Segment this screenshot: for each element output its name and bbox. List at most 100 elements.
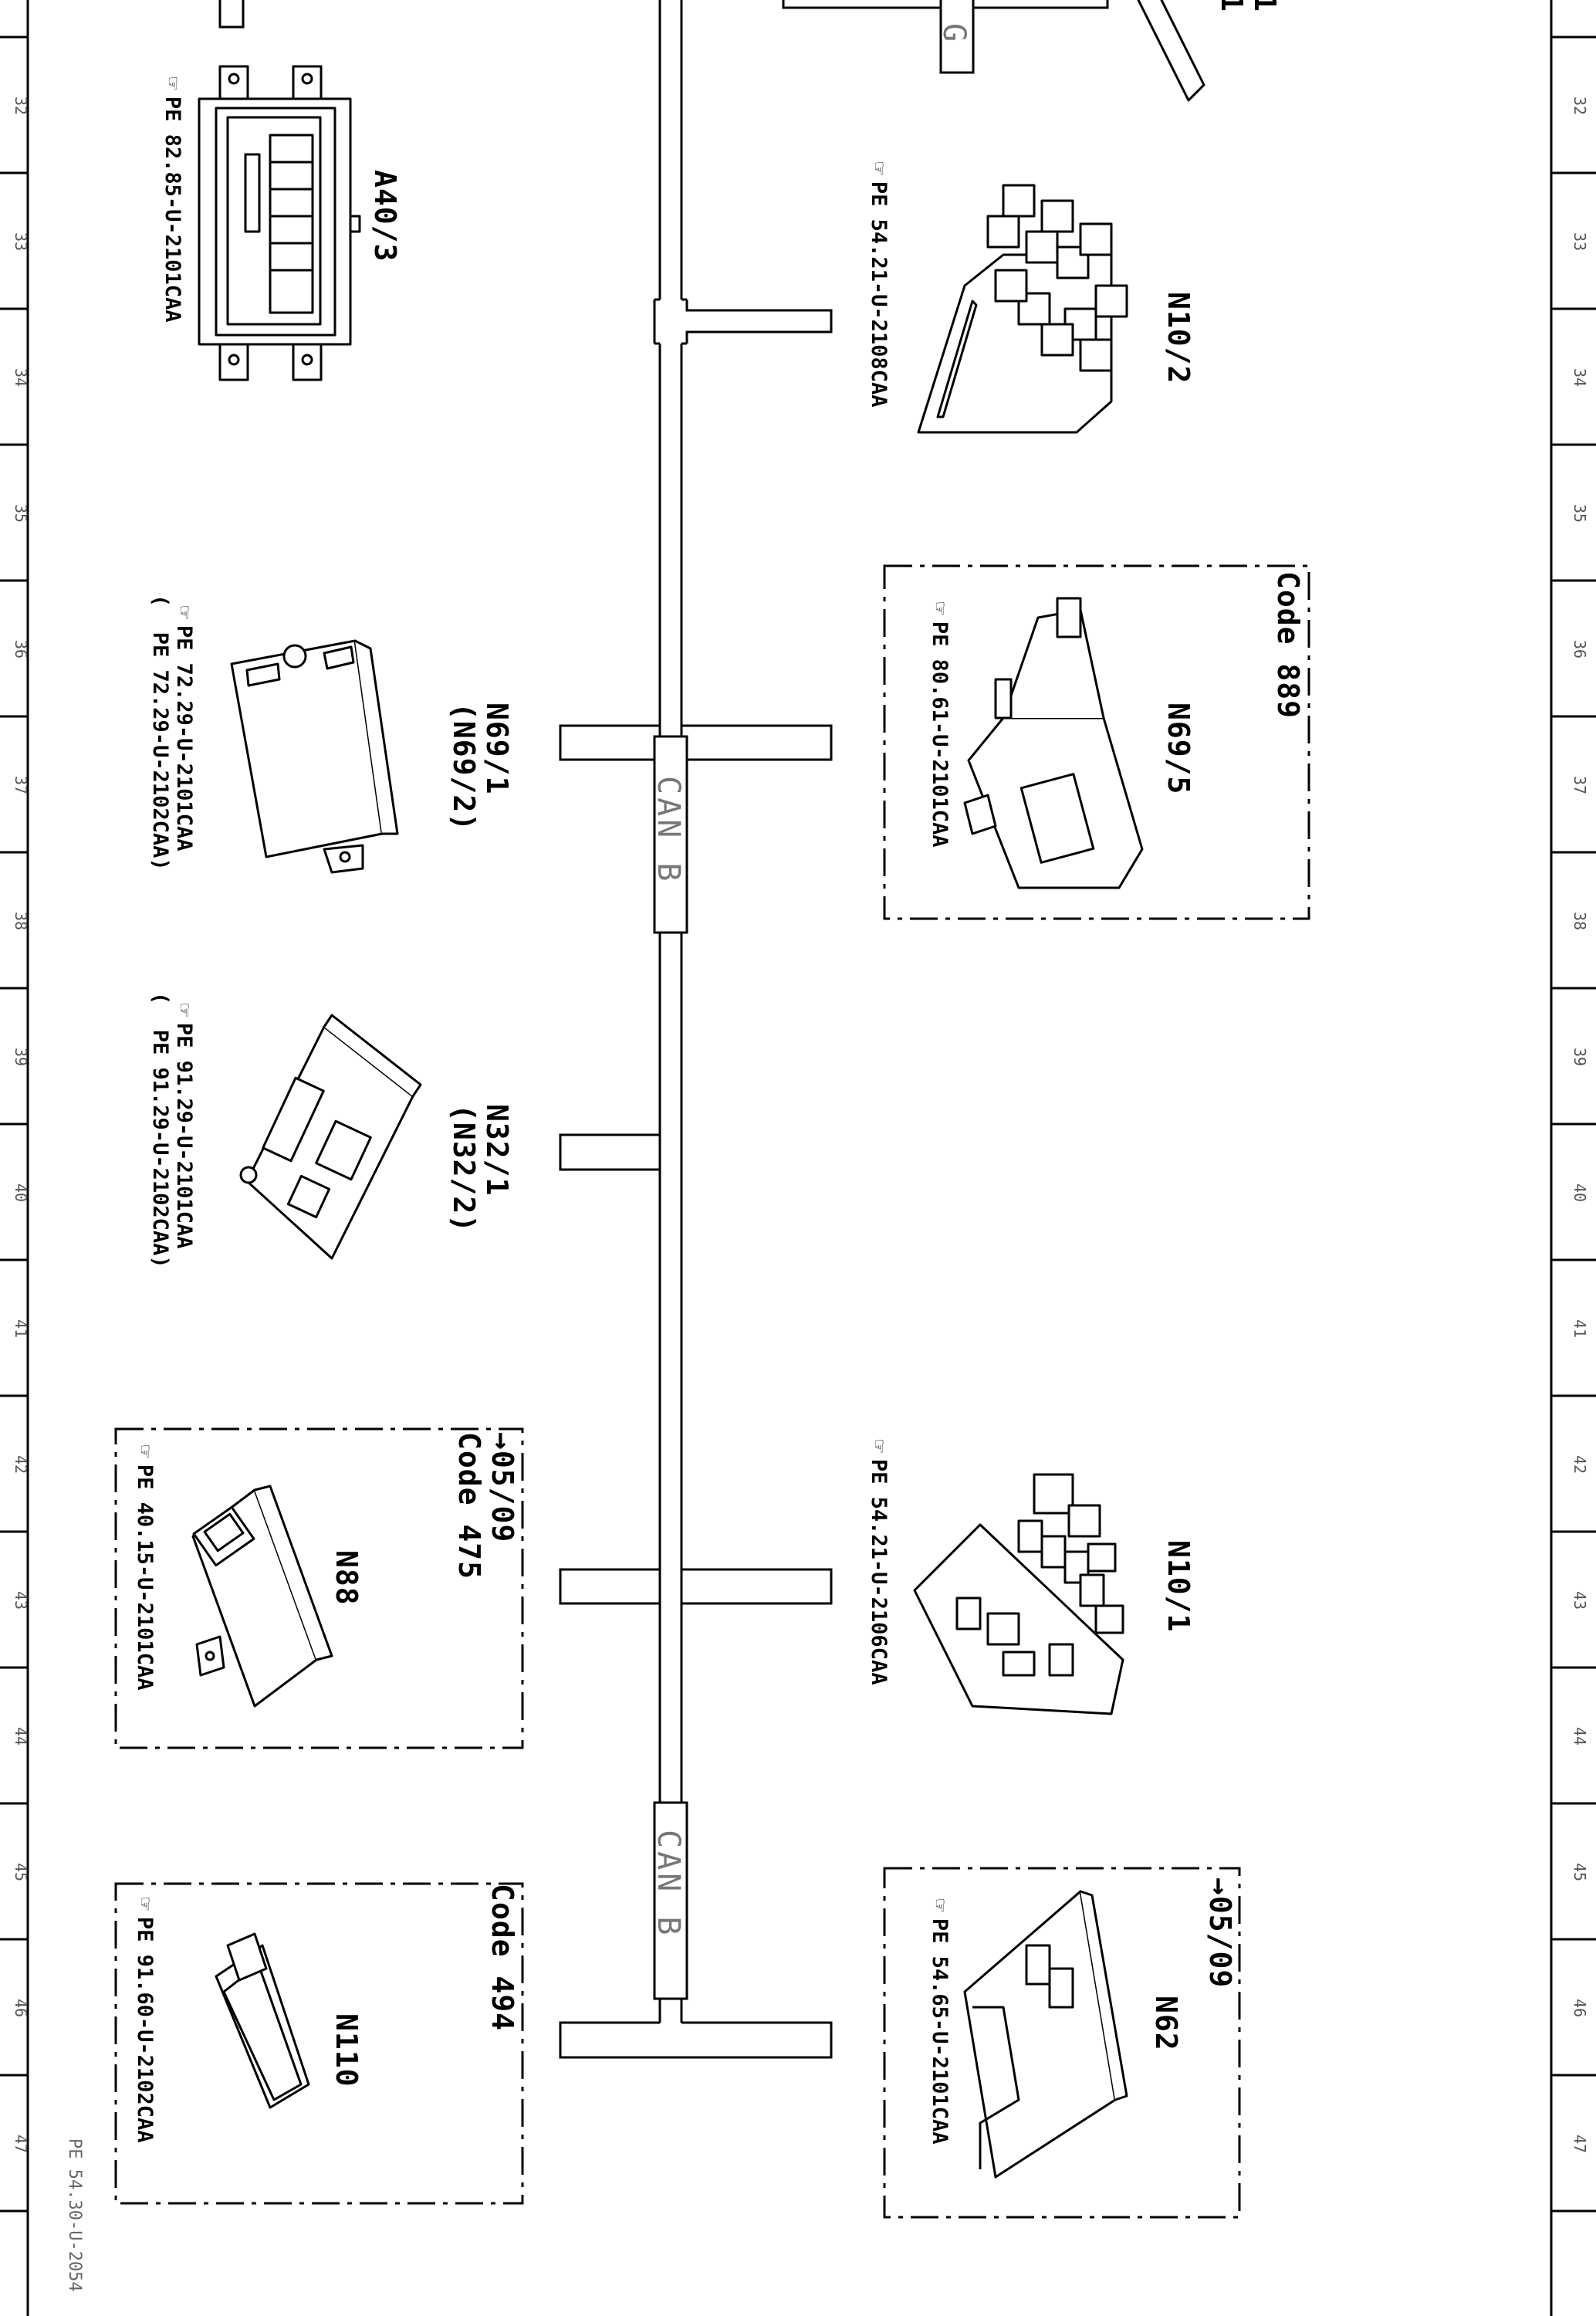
n69-1-ref2: ( PE 72.29-U-2102CAA) (148, 594, 172, 871)
pointing-hand-icon: ☞ (133, 1898, 158, 1911)
n32-1-ref: ☞ PE 91.29-U-2101CAA (172, 1004, 198, 1249)
grid-number: 36 (12, 640, 30, 659)
n10-2-ref: ☞ PE 54.21-U-2108CAA (867, 162, 892, 408)
grid-number: 42 (1571, 1455, 1589, 1475)
n62-code: →05/09 (1203, 1878, 1237, 1989)
grid-number: 47 (1571, 2135, 1589, 2154)
pointing-hand-icon: ☞ (172, 1004, 198, 1017)
pointing-hand-icon: ☞ (161, 77, 186, 90)
sheet-reference: PE 54.30-U-2054 (65, 2138, 84, 2292)
grid-number: 41 (1571, 1319, 1589, 1339)
grid-number: 40 (12, 1183, 30, 1203)
bus-label-can-b-2: CAN B (651, 1830, 686, 1938)
n69-5-unit-illustration (963, 597, 1144, 889)
n10-2-ref-text: PE 54.21-U-2108CAA (867, 181, 891, 408)
grid-number: 43 (1571, 1591, 1589, 1610)
grid-number: 33 (1571, 232, 1589, 252)
n69-5-label: N69/5 (1161, 703, 1195, 795)
pointing-hand-icon: ☞ (928, 1899, 953, 1912)
n10-1-unit-illustration (913, 1473, 1124, 1715)
n10-1-label: N10/1 (1161, 1540, 1195, 1633)
code-box-889 (883, 564, 1310, 920)
grid-number: 39 (1571, 1048, 1589, 1067)
n69-1-unit-illustration (230, 639, 399, 874)
branch-n88-n10-1 (559, 1568, 833, 1605)
grid-number: 34 (12, 368, 30, 388)
grid-number: 34 (1571, 368, 1589, 388)
n62-ref-text: PE 54.65-U-2101CAA (928, 1918, 952, 2145)
pointing-hand-icon: ☞ (172, 606, 198, 619)
branch-n110-n62 (559, 2021, 833, 2059)
grid-number: 35 (12, 504, 30, 523)
n88-label: N88 (330, 1550, 363, 1606)
n69-5-ref-text: PE 80.61-U-2101CAA (928, 621, 952, 848)
grid-number: 35 (1571, 504, 1589, 523)
n88-code: →05/09 Code 475 (452, 1432, 519, 1580)
n10-1-ref-text: PE 54.21-U-2106CAA (867, 1458, 891, 1685)
top-left-cut-rect (218, 0, 245, 29)
grid-number: 47 (12, 2135, 30, 2154)
pointing-hand-icon: ☞ (867, 1440, 892, 1453)
n69-5-ref: ☞ PE 80.61-U-2101CAA (928, 602, 953, 848)
grid-number: 40 (1571, 1183, 1589, 1203)
code-box-494 (114, 1882, 524, 2205)
can-bus-main (658, 0, 683, 2023)
n32-1-ref2: ( PE 91.29-U-2102CAA) (148, 992, 172, 1268)
n110-unit-illustration (215, 1932, 310, 2109)
n110-ref-text: PE 91.60-U-2102CAA (133, 1916, 157, 2143)
n62-unit-illustration (963, 1890, 1128, 2179)
n32-1-ref-text: PE 91.29-U-2101CAA (172, 1022, 196, 1249)
a40-3-unit-illustration (198, 65, 361, 381)
grid-number: 32 (1571, 96, 1589, 116)
n88-ref: ☞ PE 40.15-U-2101CAA (133, 1445, 158, 1691)
bus-label-can-b-1: CAN B (651, 776, 686, 885)
n69-1-ref-text: PE 72.29-U-2101CAA (172, 625, 196, 852)
n69-1-label: N69/1 (N69/2) (447, 703, 514, 832)
grid-number: 45 (12, 1863, 30, 1882)
a40-3-ref-text: PE 82.85-U-2101CAA (161, 96, 184, 323)
n10-2-label: N10/2 (1161, 292, 1195, 384)
pointing-hand-icon: ☞ (928, 602, 953, 615)
pointing-hand-icon: ☞ (133, 1445, 158, 1458)
n88-unit-illustration (191, 1485, 333, 1708)
n110-code: Code 494 (485, 1884, 519, 2032)
grid-ticks (0, 36, 1596, 2213)
n62-ref: ☞ PE 54.65-U-2101CAA (928, 1899, 953, 2145)
code-box-n62 (883, 1867, 1241, 2219)
branch-n32 (559, 1133, 660, 1171)
n110-ref: ☞ PE 91.60-U-2102CAA (133, 1898, 158, 2143)
n32-1-unit-illustration (239, 1014, 422, 1260)
branch-n10-2 (653, 298, 833, 345)
grid-number: 43 (12, 1591, 30, 1610)
grid-number: 37 (12, 776, 30, 795)
grid-number: 38 (1571, 912, 1589, 931)
grid-number: 44 (1571, 1727, 1589, 1746)
a40-3-label: A40/3 (368, 170, 402, 262)
n10-1-ref: ☞ PE 54.21-U-2106CAA (867, 1440, 892, 1685)
branch-n69 (559, 724, 833, 761)
n88-ref-text: PE 40.15-U-2101CAA (133, 1464, 157, 1691)
top-cut-label: 1 1 (1215, 0, 1282, 12)
bus-label-g: G (936, 23, 972, 46)
n110-label: N110 (330, 2013, 363, 2087)
grid-number: 46 (12, 1999, 30, 2018)
code-box-475 (114, 1427, 524, 1749)
grid-number: 38 (12, 912, 30, 931)
n62-label: N62 (1149, 1996, 1183, 2051)
n32-1-label: N32/1 (N32/2) (447, 1104, 514, 1234)
grid-number: 33 (12, 232, 30, 252)
grid-number: 44 (12, 1727, 30, 1746)
n10-2-unit-illustration (917, 184, 1128, 434)
grid-number: 46 (1571, 1999, 1589, 2018)
grid-number: 42 (12, 1455, 30, 1475)
top-right-connector-illustration (1137, 0, 1205, 102)
grid-number: 32 (12, 96, 30, 116)
n69-1-ref: ☞ PE 72.29-U-2101CAA (172, 606, 198, 852)
grid-number: 36 (1571, 640, 1589, 659)
can-b-label-box-2 (653, 1801, 688, 2000)
grid-number: 37 (1571, 776, 1589, 795)
pointing-hand-icon: ☞ (867, 162, 892, 175)
n69-5-code: Code 889 (1271, 571, 1305, 720)
